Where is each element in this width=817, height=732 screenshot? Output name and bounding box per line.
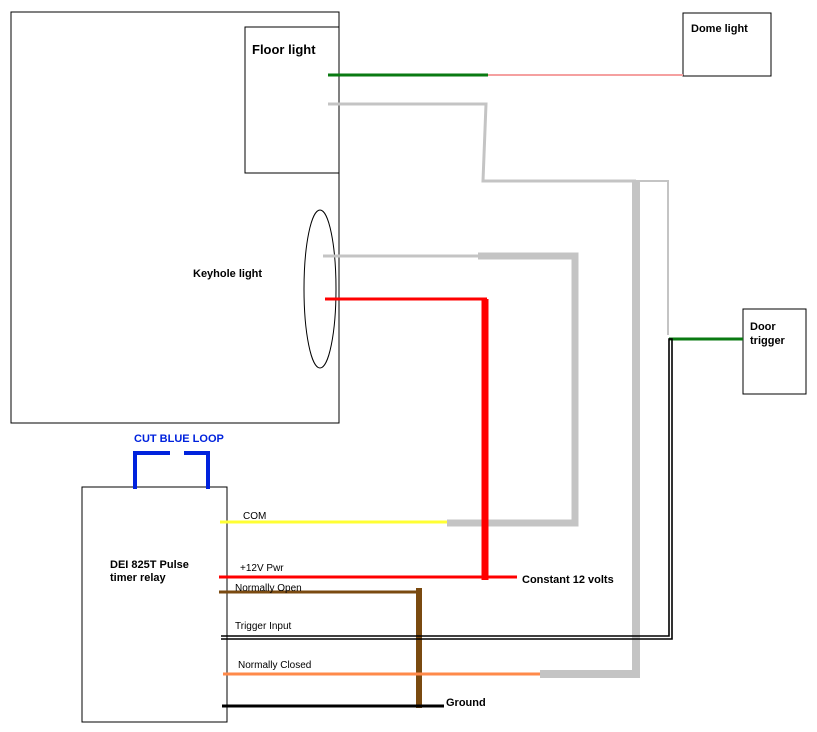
ground-label: Ground	[446, 697, 486, 709]
constant-12v-label: Constant 12 volts	[522, 574, 614, 586]
normally-open-label: Normally Open	[235, 583, 302, 594]
door-trigger-label-1: Door	[750, 321, 776, 333]
keyhole-light-label: Keyhole light	[193, 268, 262, 280]
trigger-input-label: Trigger Input	[235, 621, 292, 632]
wire-gray-nc	[540, 181, 640, 678]
keyhole-light-ellipse	[303, 209, 337, 369]
floor-light-box	[244, 26, 340, 174]
dome-light-box	[682, 12, 772, 77]
cut-blue-loop-label: CUT BLUE LOOP	[134, 433, 224, 445]
door-trigger-label-2: trigger	[750, 335, 786, 347]
relay-box	[81, 486, 228, 723]
dome-light-label: Dome light	[691, 23, 748, 35]
door-panel-box	[10, 11, 340, 424]
relay-label-1: DEI 825T Pulse	[110, 559, 189, 571]
wire-black-trigger	[221, 338, 673, 640]
door-trigger-box	[742, 308, 807, 395]
floor-light-label: Floor light	[252, 42, 316, 57]
pwr-label: +12V Pwr	[240, 563, 284, 574]
com-label: COM	[243, 511, 266, 522]
relay-label-2: timer relay	[110, 572, 167, 584]
wire-gray-com	[447, 252, 579, 527]
wire-gray-door	[636, 180, 669, 335]
blue-loop-left	[133, 451, 170, 489]
wire-gray-floor	[328, 102, 636, 183]
blue-loop-right	[184, 451, 210, 489]
normally-closed-label: Normally Closed	[238, 660, 311, 671]
